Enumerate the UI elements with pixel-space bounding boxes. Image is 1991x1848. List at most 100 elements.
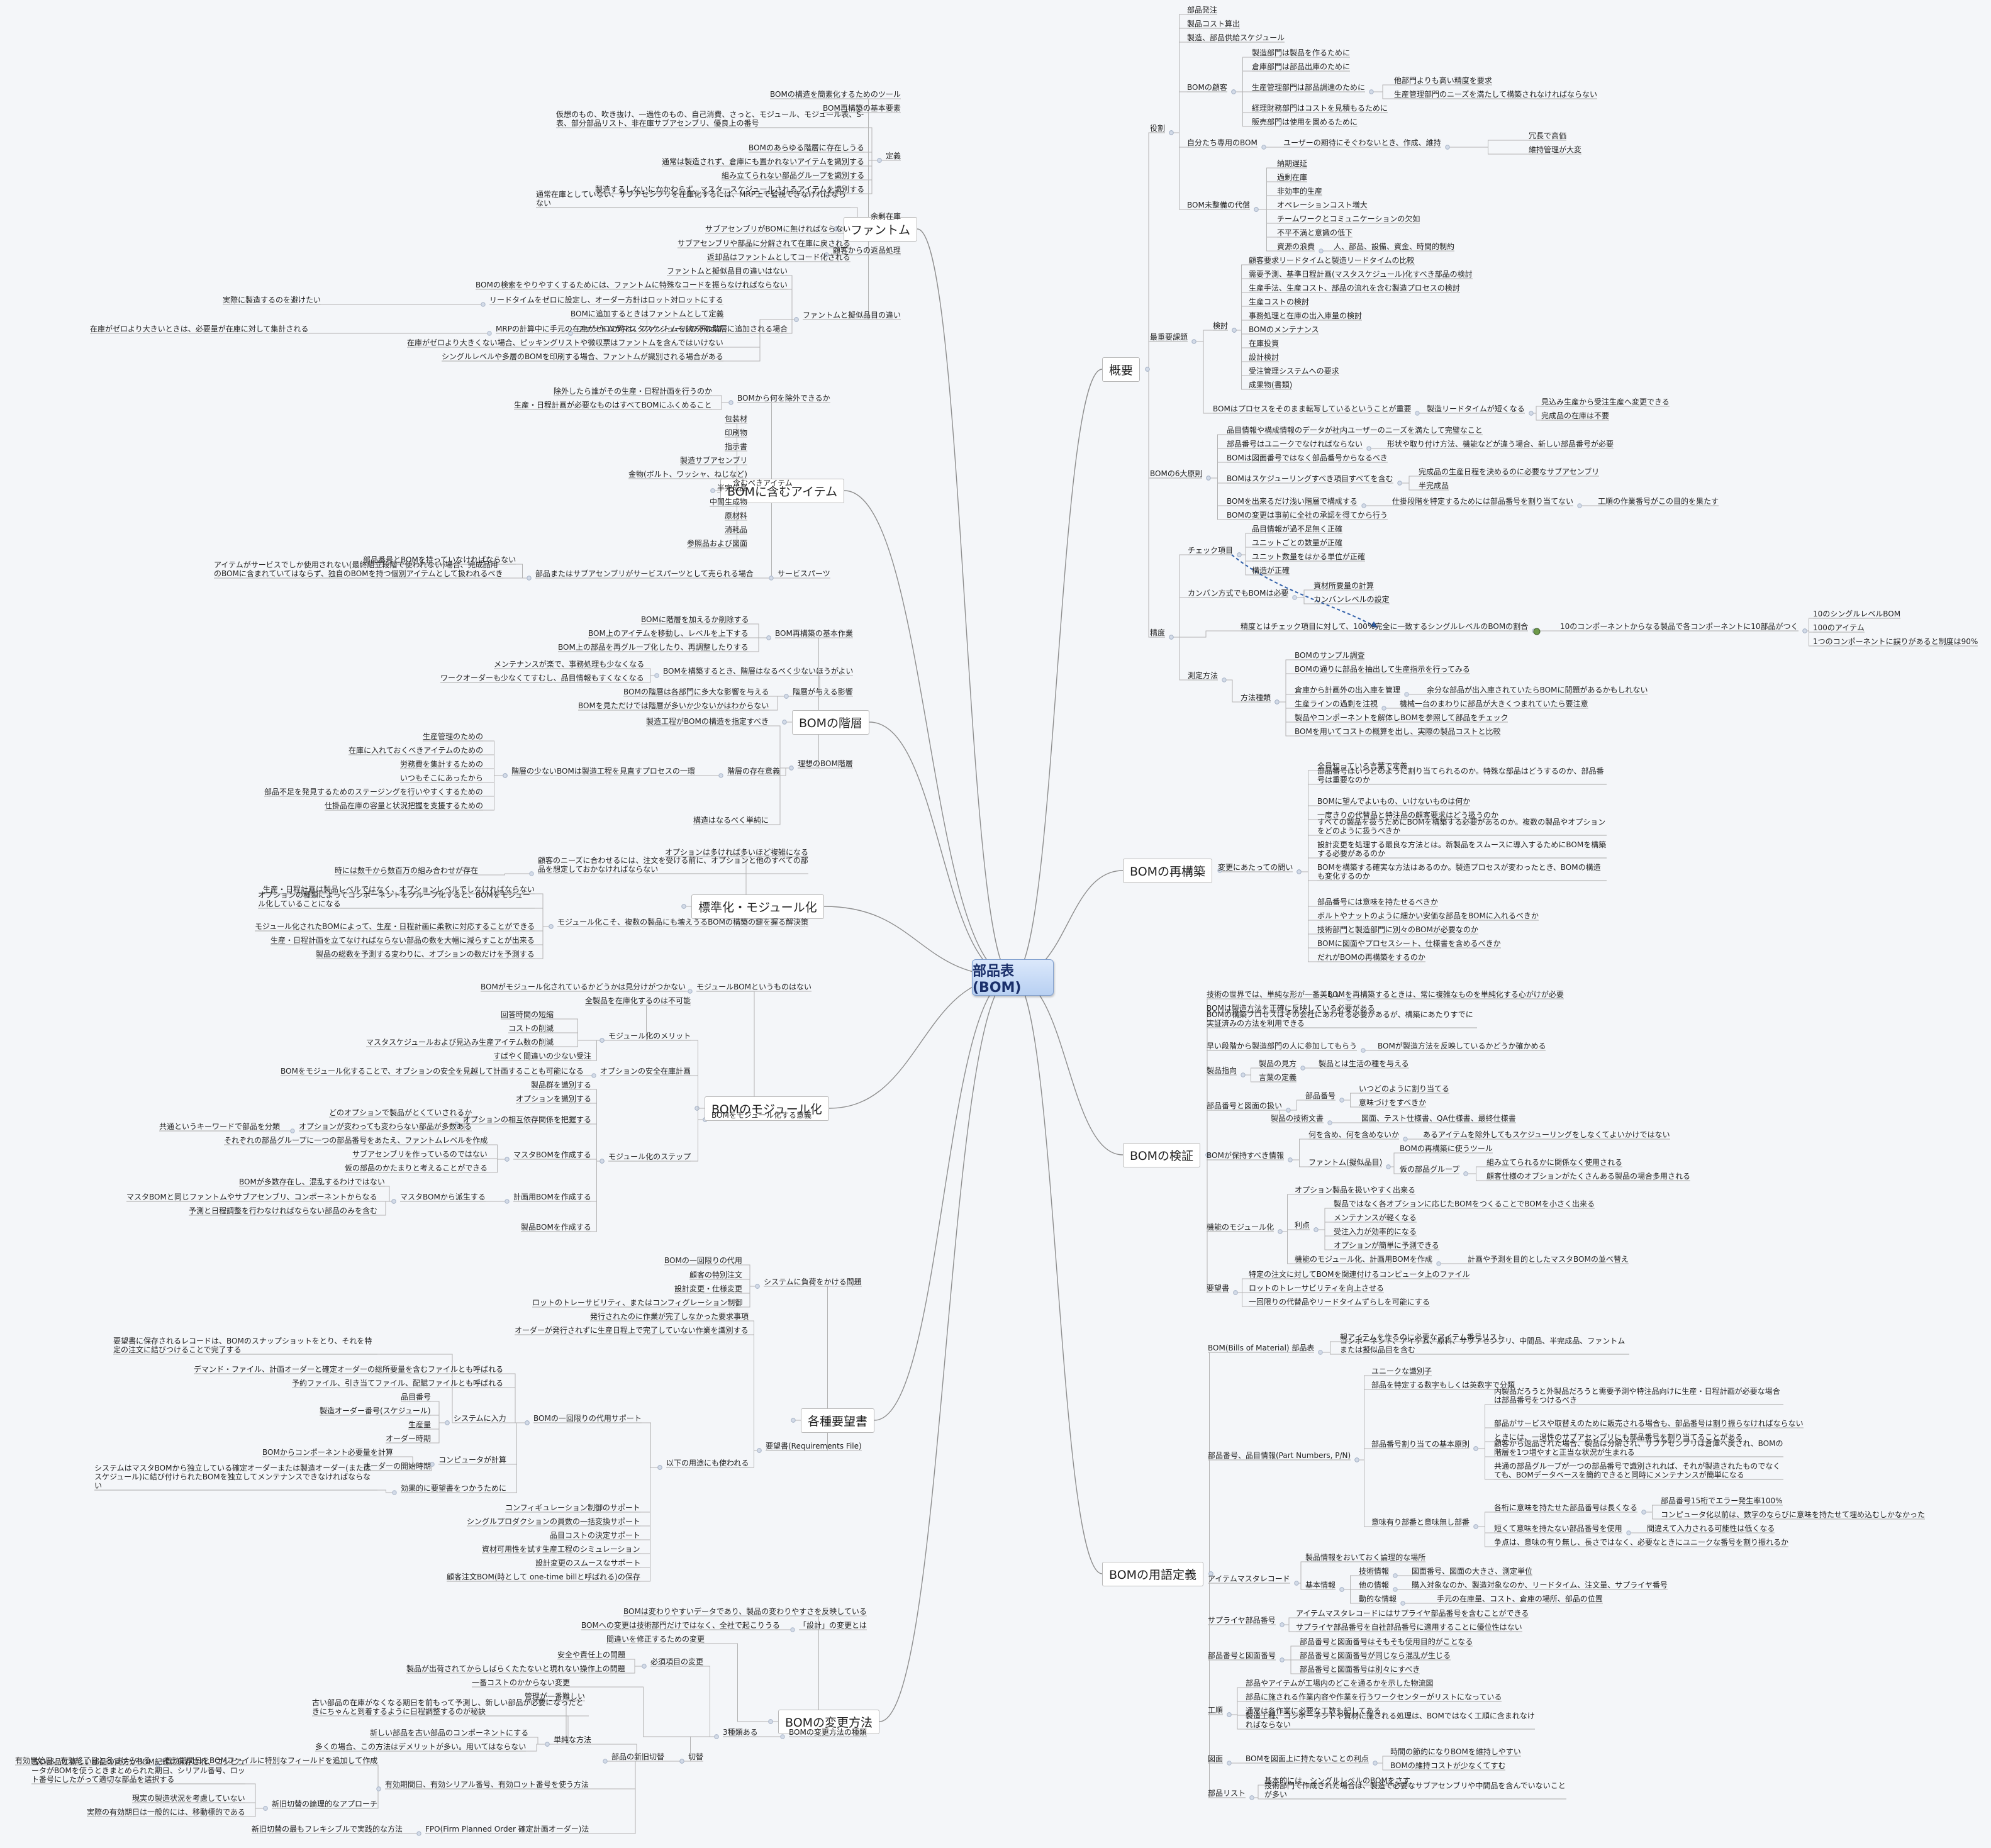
node-ov41[interactable]: 完成品の在庫は不要 xyxy=(1541,411,1610,420)
node-ch15[interactable]: 古い部品の在庫がなくなる期日を前もって予測し、新しい部品が必要になったときにちゃ… xyxy=(312,1698,584,1716)
collapse-dot[interactable] xyxy=(642,1664,647,1669)
node-md06[interactable]: 回答時間の短縮 xyxy=(501,1010,554,1019)
node-vf12[interactable]: 部品番号 xyxy=(1305,1091,1336,1100)
node-tm20[interactable]: アイテムマスタレコード xyxy=(1208,1574,1290,1583)
node-rq15[interactable]: 品目番号 xyxy=(401,1393,432,1401)
node-rq21[interactable]: オーダーの開始時期 xyxy=(363,1462,432,1471)
collapse-dot[interactable] xyxy=(1415,411,1420,416)
node-vf28[interactable]: 製品ではなく各オプションに応じたBOMをつくることでBOMを小さく出来る xyxy=(1334,1200,1595,1208)
node-md13[interactable]: 製品群を識別する xyxy=(531,1081,592,1089)
node-md11[interactable]: BOMをモジュール化することで、オプションの安全を見越して計画することも可能にな… xyxy=(281,1067,584,1076)
collapse-dot[interactable] xyxy=(1327,1120,1332,1125)
node-lv09[interactable]: BOMの階層は各部門に多大な影響を与える xyxy=(623,687,769,696)
node-tm10[interactable]: ときには、一過性のサブアセンブリにも部品番号を割り当てることがある xyxy=(1494,1433,1743,1442)
node-ov39[interactable]: 製造リードタイムが短くなる xyxy=(1427,404,1525,413)
node-ov51[interactable]: 仕掛段階を特定するためには部品番号を割り当てない xyxy=(1392,497,1574,506)
node-ov28[interactable]: 顧客要求リードタイムと製造リードタイムの比較 xyxy=(1249,256,1415,265)
node-ch21[interactable]: 新旧切替の論理的なアプローチ xyxy=(272,1800,378,1808)
node-ch18[interactable]: 有効期間日をBOMファイルに特別なフィールドを追加して作成 xyxy=(164,1756,378,1765)
node-rb02[interactable]: 全員知っている言葉で定義 xyxy=(1317,762,1408,771)
node-ov59[interactable]: カンバン方式でもBOMは必要 xyxy=(1188,589,1289,598)
collapse-dot[interactable] xyxy=(1529,411,1534,416)
collapse-dot[interactable] xyxy=(505,1157,510,1162)
node-rb03[interactable]: 部品番号はいつどのように割り当てられるのか。特殊な部品はどうするのか、部品番号は… xyxy=(1317,767,1604,784)
node-vf05[interactable]: 早い段階から製造部門の人に参加してもらう xyxy=(1207,1042,1358,1050)
node-ph20[interactable]: 実際に製造するのを避けたい xyxy=(223,296,321,304)
node-md25[interactable]: BOMが多数存在し、混乱するわけではない xyxy=(239,1177,385,1186)
node-ph17[interactable]: BOMの検索をやりやすくするためには、ファントムに特殊なコードを振らなければなら… xyxy=(476,281,788,289)
collapse-dot[interactable] xyxy=(1626,1530,1631,1535)
node-md20[interactable]: それぞれの部品グループに一つの部品番号をあたえ、ファントムレベルを作成 xyxy=(224,1136,488,1145)
node-it02[interactable]: 除外したら誰がその生産・日程計画を行うのか xyxy=(554,387,713,396)
collapse-dot[interactable] xyxy=(1241,1072,1246,1077)
collapse-dot[interactable] xyxy=(1361,1048,1366,1053)
node-ov48[interactable]: 完成品の生産日程を決めるのに必要なサブアセンブリ xyxy=(1419,467,1600,476)
node-lv15[interactable]: 生産管理のための xyxy=(423,732,484,741)
node-it11[interactable]: 中間生成物 xyxy=(710,498,748,506)
node-lv10[interactable]: BOMを見ただけでは階層が多いか少ないかはわからない xyxy=(578,701,769,710)
node-ov49[interactable]: 半完成品 xyxy=(1419,481,1449,490)
node-rq06[interactable]: 要望書(Requirements File) xyxy=(766,1442,862,1450)
node-rb12[interactable]: BOMに図面やプロセスシート、仕様書を含めるべきか xyxy=(1317,939,1501,948)
node-ch10[interactable]: 一番コストのかからない変更 xyxy=(472,1678,571,1687)
node-rq23[interactable]: システムはマスタBOMから独立している確定オーダーまたは製造オーダー(またはスケ… xyxy=(94,1464,371,1490)
node-ch24[interactable]: 実際の有効期日は一般的には、移動標的である xyxy=(87,1808,245,1817)
node-ov58[interactable]: 構造が正確 xyxy=(1252,566,1290,575)
node-tm13[interactable]: 意味有り部番と意味無し部番 xyxy=(1371,1518,1470,1527)
node-rq12[interactable]: デマンド・ファイル、計画オーダーと確定オーダーの総所要量を含むファイルとも呼ばれ… xyxy=(194,1365,504,1374)
node-ov68[interactable]: 測定方法 xyxy=(1188,671,1219,680)
collapse-dot[interactable] xyxy=(794,317,799,322)
collapse-dot[interactable] xyxy=(290,1128,295,1133)
collapse-dot[interactable] xyxy=(757,1448,762,1453)
node-tm40[interactable]: 製造工程、コンポーネントや資材に施される処理は、BOMではなく工順に含まれなけれ… xyxy=(1246,1712,1535,1729)
branch-phantom[interactable]: ファントム xyxy=(844,216,918,242)
node-lv01[interactable]: BOM再構築の基本作業 xyxy=(775,629,853,638)
node-ph22[interactable]: MRPの計算中に手元の在庫がゼロの時は、ファントムを読み飛ばす xyxy=(496,325,723,333)
node-lv16[interactable]: 在庫に入れておくべきアイテムのための xyxy=(349,746,484,755)
collapse-dot[interactable] xyxy=(600,1159,605,1164)
node-ov11[interactable]: 販売部門は使用を固めるために xyxy=(1252,118,1358,126)
collapse-dot[interactable] xyxy=(1463,1171,1468,1176)
node-ov23[interactable]: 不平不満と意識の低下 xyxy=(1277,228,1353,237)
collapse-dot[interactable] xyxy=(755,1284,760,1289)
node-st01[interactable]: オプションは多ければ多いほど複雑になる xyxy=(665,848,809,857)
collapse-dot[interactable] xyxy=(1393,1587,1398,1592)
node-ov18[interactable]: 納期遅延 xyxy=(1277,159,1308,168)
node-ov70[interactable]: BOMのサンプル調査 xyxy=(1295,651,1365,660)
node-vf37[interactable]: 一回限りの代替品やリードタイムずらしを可能にする xyxy=(1249,1298,1430,1306)
node-ov07[interactable]: 生産管理部門は部品調達のために xyxy=(1252,83,1366,92)
collapse-dot[interactable] xyxy=(657,1465,662,1470)
collapse-dot[interactable] xyxy=(789,765,794,771)
node-ov14[interactable]: ユーザーの期待にそぐわないとき、作成、維持 xyxy=(1283,138,1441,147)
collapse-dot[interactable] xyxy=(155,1762,160,1767)
node-rb11[interactable]: 技術部門と製造部門に別々のBOMが必要なのか xyxy=(1317,925,1478,934)
collapse-dot[interactable] xyxy=(694,1106,700,1111)
collapse-dot[interactable] xyxy=(545,1742,550,1747)
node-ov57[interactable]: ユニット数量をはかる単位が正確 xyxy=(1252,552,1366,561)
node-tm43[interactable]: 時間の節約になりBOMを維持しやすい xyxy=(1390,1747,1521,1756)
node-it03[interactable]: 生産・日程計画が必要なものはすべてBOMにふくめること xyxy=(514,401,712,409)
node-tm46[interactable]: 基本的には、シングルレベルのBOMをさす xyxy=(1264,1776,1410,1785)
node-lv13[interactable]: 階層の存在意義 xyxy=(727,767,781,776)
node-ov05[interactable]: 製造部門は製品を作るために xyxy=(1252,48,1351,57)
collapse-dot[interactable] xyxy=(603,1759,608,1764)
node-st07[interactable]: モジュール化されたBOMによって、生産・日程計画に柔軟に対応することができる xyxy=(255,922,535,931)
node-ov66[interactable]: 100のアイテム xyxy=(1813,623,1865,632)
node-lv11[interactable]: 理想のBOM階層 xyxy=(798,759,853,768)
collapse-dot[interactable] xyxy=(782,720,787,725)
node-tm09[interactable]: 部品がサービスや取替えのために販売される場合も、部品番号は割り振らなければならな… xyxy=(1494,1419,1804,1428)
node-ov17[interactable]: BOM未整備の代償 xyxy=(1187,201,1250,209)
collapse-dot[interactable] xyxy=(1361,503,1366,508)
collapse-dot[interactable] xyxy=(790,1627,795,1632)
node-ch20[interactable]: 有効期間日、有効シリアル番号、有効ロット番号を使う方法 xyxy=(385,1780,589,1789)
node-ph25[interactable]: シングルレベルや多層のBOMを印刷する場合、ファントムが識別される場合がある xyxy=(442,352,723,361)
node-st06[interactable]: オプションの種類によってコンポーネントをグループ化すると、BOMをモジュール化し… xyxy=(258,891,530,908)
node-vf36[interactable]: ロットのトレーサビリティを向上させる xyxy=(1249,1284,1385,1293)
collapse-dot[interactable] xyxy=(1339,1587,1344,1592)
node-ov76[interactable]: 製品やコンポーネントを解体しBOMを参照して部品をチェック xyxy=(1295,713,1509,722)
node-ov56[interactable]: ユニットごとの数量が正確 xyxy=(1252,538,1342,547)
node-ph18[interactable]: ファントムがマスタスケジュールの下の階層に追加される場合 xyxy=(577,325,788,333)
root-node[interactable]: 部品表(BOM) xyxy=(972,959,1054,996)
collapse-dot[interactable] xyxy=(549,924,554,929)
node-tm37[interactable]: 部品やアイテムが工場内のどこを通るかを示した物流図 xyxy=(1246,1679,1434,1688)
